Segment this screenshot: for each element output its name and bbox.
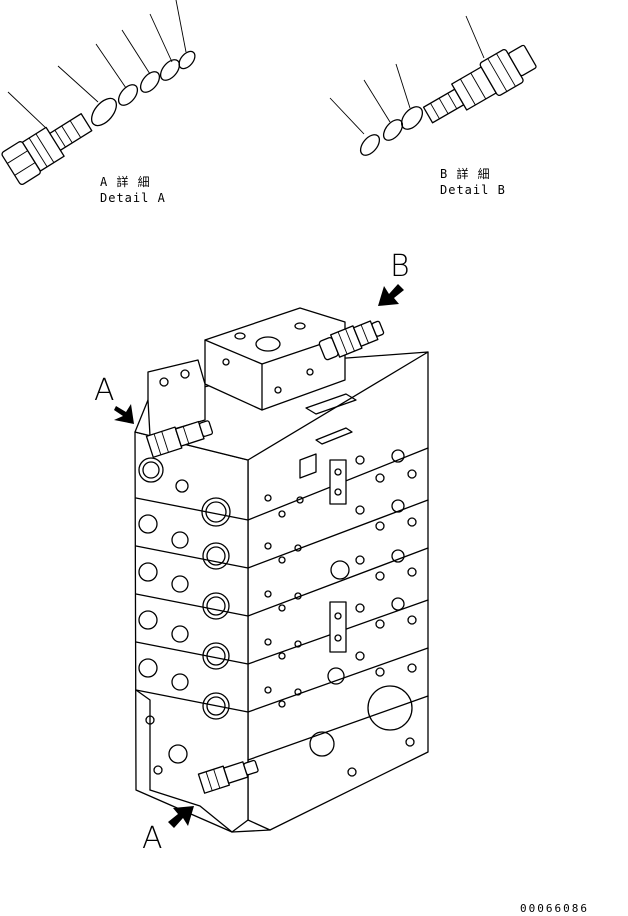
detail-b-illustration: B 詳 細 Detail B [329, 15, 537, 197]
view-letter-a-lower: A [142, 821, 163, 856]
drawing-code: 00066086 [520, 902, 589, 915]
detail-b-jp-label: B 詳 細 [440, 166, 491, 181]
view-letter-a-upper: A [94, 373, 115, 408]
detail-a-jp-label: A 詳 細 [100, 174, 151, 189]
spool-cap-lower [329, 601, 347, 653]
relief-valve-b [318, 320, 385, 361]
relief-valve-a-lower [197, 759, 259, 794]
spool-cap-upper [329, 459, 347, 505]
view-letter-b: B [390, 249, 410, 284]
view-arrow-a-upper [114, 404, 134, 424]
view-arrow-b [378, 284, 404, 306]
valve-assembly [134, 307, 429, 833]
detail-b-en-label: Detail B [440, 183, 506, 197]
detail-a-illustration: A 詳 細 Detail A [1, 0, 196, 205]
detail-a-en-label: Detail A [100, 191, 166, 205]
relief-valve-a-upper [145, 420, 214, 458]
view-arrow-a-lower [168, 806, 194, 828]
bolt-hole-pattern [264, 449, 417, 777]
